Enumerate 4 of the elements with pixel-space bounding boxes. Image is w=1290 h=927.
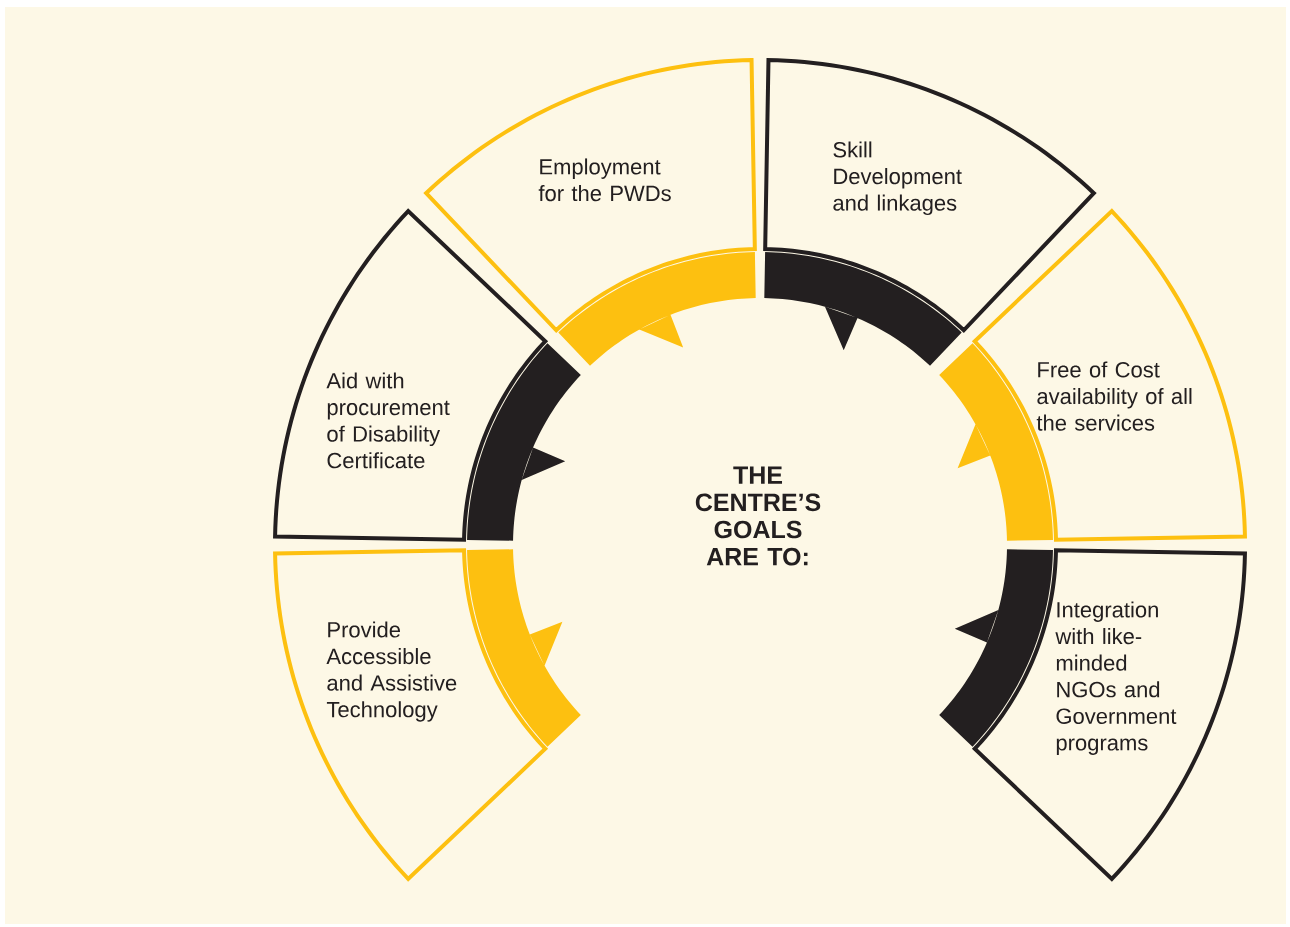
sector: Free of Cost availability of all the services bbox=[971, 208, 1247, 542]
sector: Employment for the PWDs bbox=[423, 58, 757, 334]
center-title: THE CENTRE’S GOALS ARE TO: bbox=[695, 466, 821, 566]
sector: Provide Accessible and Assistive Technology bbox=[273, 548, 549, 882]
